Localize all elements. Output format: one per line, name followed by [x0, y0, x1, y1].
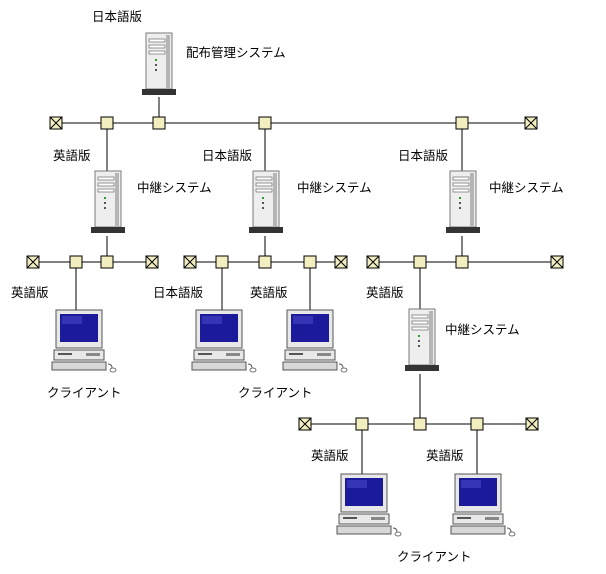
- label-japanese-client2: 日本語版: [153, 285, 204, 300]
- label-japanese-top: 日本語版: [92, 9, 143, 24]
- junction-node: [258, 116, 272, 130]
- terminator-icon: [145, 255, 159, 269]
- junction-node: [69, 255, 83, 269]
- client-computer-icon: [282, 309, 348, 373]
- terminator-icon: [49, 116, 63, 130]
- terminator-icon: [183, 255, 197, 269]
- junctions: [69, 116, 484, 431]
- junction-node: [215, 255, 229, 269]
- label-relay-system-3: 中継システム: [489, 180, 564, 195]
- junction-node: [100, 255, 114, 269]
- terminator-icon: [524, 116, 538, 130]
- terminator-icon: [366, 255, 380, 269]
- label-relay-system-4: 中継システム: [445, 322, 520, 337]
- label-client-3: クライアント: [397, 549, 472, 564]
- terminator-icon: [550, 255, 564, 269]
- relay-server-icon: [404, 308, 440, 372]
- label-distribution-system: 配布管理システム: [186, 45, 286, 60]
- terminator-icon: [298, 417, 312, 431]
- terminator-icon: [525, 417, 539, 431]
- client-computer-icon: [191, 309, 257, 373]
- junction-node: [258, 255, 272, 269]
- junction-node: [470, 417, 484, 431]
- junction-node: [413, 255, 427, 269]
- label-english-relay1: 英語版: [53, 148, 91, 163]
- junction-node: [455, 255, 469, 269]
- relay-server-icon: [90, 170, 126, 234]
- junction-node: [303, 255, 317, 269]
- label-japanese-relay3: 日本語版: [398, 148, 449, 163]
- relay-server-icon: [445, 170, 481, 234]
- junction-node: [455, 116, 469, 130]
- label-english-client5: 英語版: [426, 448, 464, 463]
- label-relay-system-2: 中継システム: [297, 180, 372, 195]
- label-japanese-relay2: 日本語版: [202, 148, 253, 163]
- client-computer-icon: [336, 473, 402, 537]
- relay-server-icon: [248, 170, 284, 234]
- label-relay-system-1: 中継システム: [137, 180, 212, 195]
- terminator-icon: [26, 255, 40, 269]
- label-client-1: クライアント: [47, 385, 122, 400]
- label-client-2: クライアント: [238, 385, 313, 400]
- label-english-client1: 英語版: [11, 285, 49, 300]
- distribution-server-icon: [141, 32, 177, 96]
- terminators: [26, 116, 564, 431]
- client-computer-icon: [51, 309, 117, 373]
- terminator-icon: [334, 255, 348, 269]
- label-english-client3: 英語版: [250, 285, 288, 300]
- junction-node: [355, 417, 369, 431]
- junction-node: [152, 116, 166, 130]
- junction-node: [100, 116, 114, 130]
- label-english-client4: 英語版: [311, 448, 349, 463]
- client-computer-icon: [450, 473, 516, 537]
- network-links: [33, 97, 557, 474]
- junction-node: [413, 417, 427, 431]
- label-english-relay4: 英語版: [366, 285, 404, 300]
